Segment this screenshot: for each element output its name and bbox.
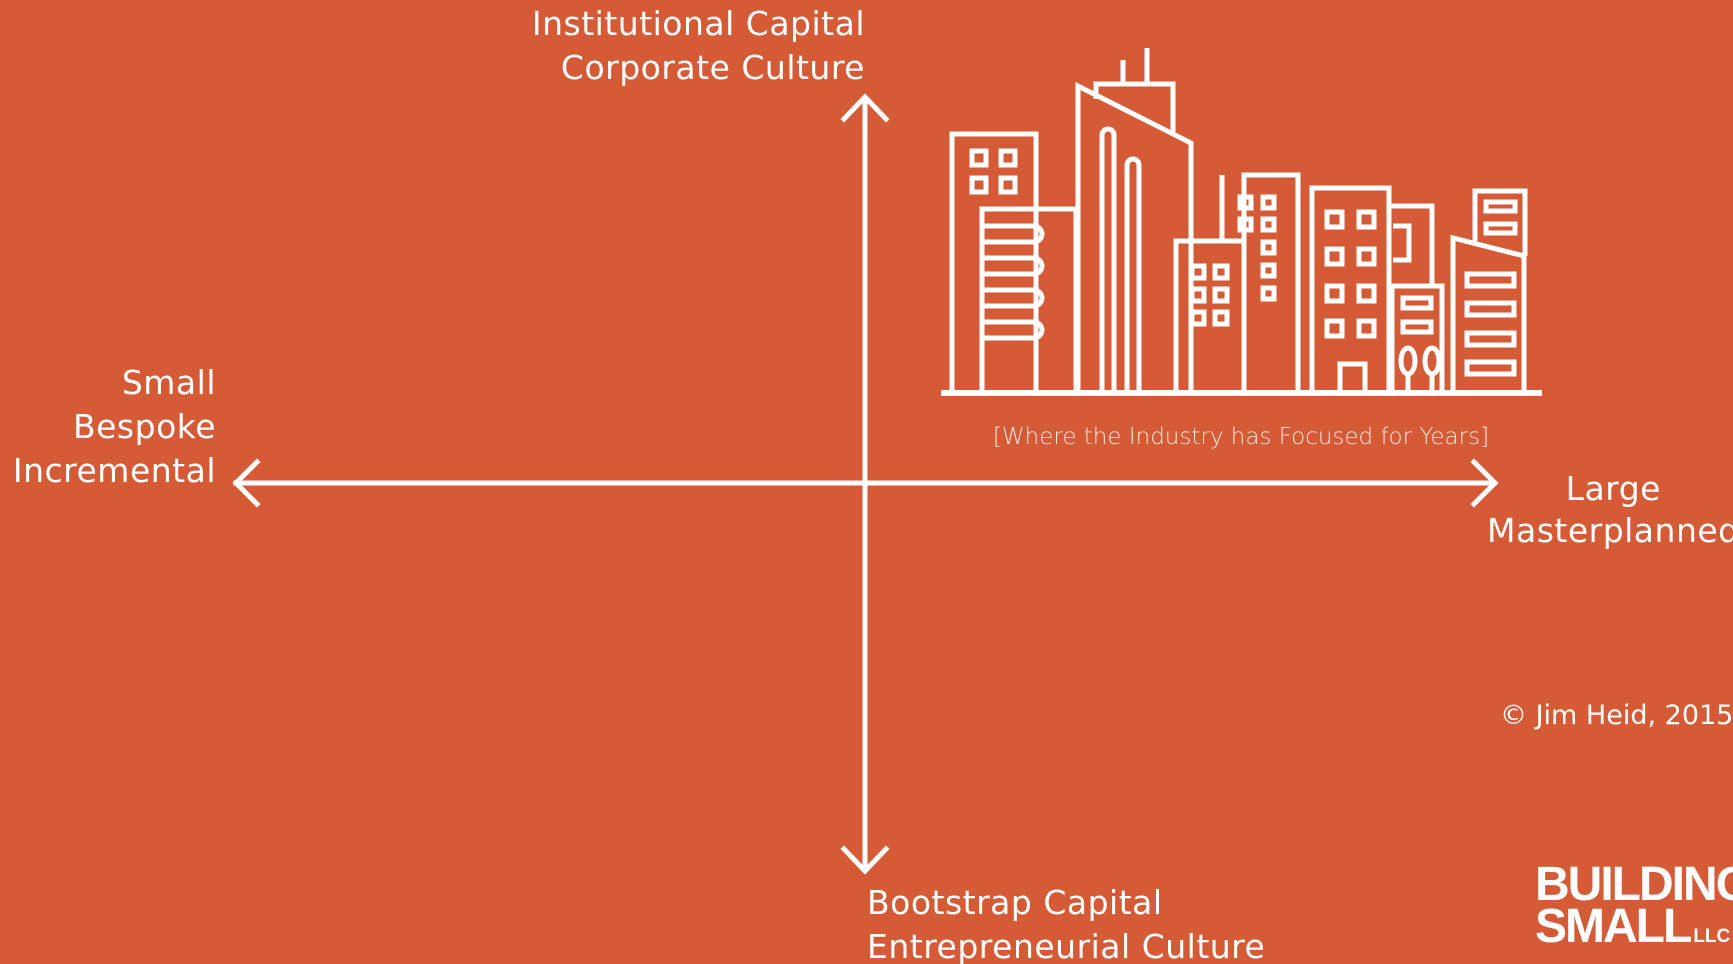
axis-label-right-line-2: Masterplanned — [1487, 511, 1733, 550]
logo-suffix-llc: LLC — [1693, 926, 1731, 947]
axis-label-top-line-2: Corporate Culture — [560, 48, 865, 87]
axis-label-right-line-1: Large — [1565, 469, 1661, 508]
arrow-down-icon — [840, 845, 890, 875]
axis-label-bottom-line-2: Entrepreneurial Culture — [867, 927, 1266, 964]
arrow-right-icon — [1470, 458, 1499, 508]
axis-label-right: Large Masterplanned — [1487, 468, 1733, 552]
axis-label-left: Small Bespoke Incremental — [13, 361, 216, 493]
axis-label-left-line-2: Bespoke — [72, 407, 216, 446]
axis-label-top-line-1: Institutional Capital — [531, 4, 865, 43]
axis-label-bottom-line-1: Bootstrap Capital — [867, 883, 1163, 922]
axis-label-left-line-1: Small — [121, 363, 216, 402]
axes — [232, 93, 1499, 875]
axis-label-top: Institutional Capital Corporate Culture — [532, 2, 865, 90]
axis-label-bottom: Bootstrap Capital Entrepreneurial Cultur… — [867, 881, 1265, 964]
logo-word-small: SMALL — [1535, 900, 1692, 953]
logo-line-1: BUILDING — [1535, 858, 1733, 911]
city-skyline-icon — [941, 48, 1542, 396]
arrow-up-icon — [840, 93, 890, 123]
arrow-left-icon — [232, 458, 261, 508]
copyright-notice: © Jim Heid, 2015 — [1500, 700, 1733, 731]
axis-label-left-line-3: Incremental — [12, 451, 216, 490]
skyline-caption: [Where the Industry has Focused for Year… — [992, 424, 1490, 450]
